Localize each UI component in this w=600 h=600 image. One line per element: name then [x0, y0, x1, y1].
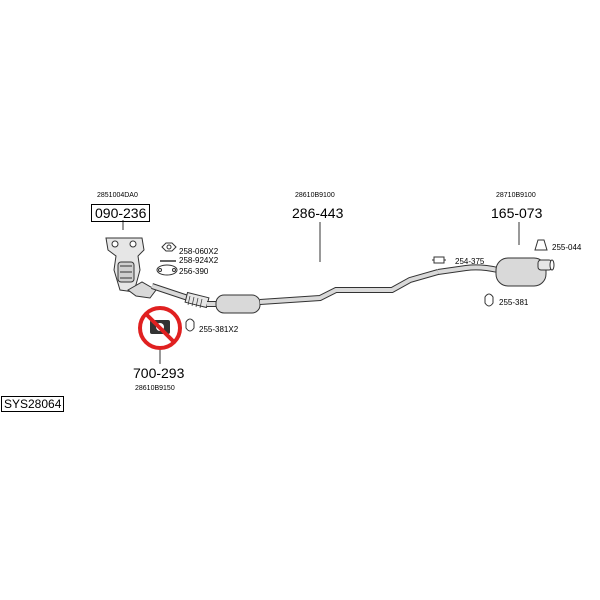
system-code-label: SYS28064 — [1, 396, 65, 412]
centre-silencer-drawing — [215, 269, 439, 314]
rear-mount-label[interactable]: 255-381 — [499, 298, 529, 307]
rear-rubber-mount-icon — [484, 293, 494, 307]
catalyst-oem-label: 2851004DA0 — [97, 192, 138, 199]
rear-silencer-drawing — [437, 257, 555, 287]
rubber-mount-icon — [185, 318, 195, 332]
centre-part-number[interactable]: 286-443 — [292, 205, 344, 221]
bracket-label[interactable]: 255-044 — [552, 243, 582, 252]
not-available-icon — [138, 306, 182, 350]
gasket-hole-icon — [172, 268, 176, 272]
front-pipe-oem-label: 28610B9150 — [135, 385, 175, 392]
nut-label[interactable]: 258-060X2 — [179, 247, 219, 256]
clamp-icon — [432, 256, 446, 264]
rear-oem-label: 28710B9100 — [496, 192, 536, 199]
catalyst-part-number[interactable]: 090-236 — [91, 204, 151, 222]
hardware-icons — [156, 239, 548, 332]
gasket-icon — [156, 264, 178, 276]
gasket-hole-icon — [158, 268, 162, 272]
front-pipe-part-number[interactable]: 700-293 — [133, 365, 185, 381]
gasket-label[interactable]: 256-390 — [179, 267, 209, 276]
nut-hole-icon — [166, 244, 172, 250]
clamp-label[interactable]: 254-375 — [455, 257, 485, 266]
front-pipe-drawing — [151, 283, 222, 309]
bracket-icon — [534, 239, 548, 251]
stud-label[interactable]: 258-924X2 — [179, 256, 219, 265]
leader-lines — [122, 220, 520, 364]
catalyst-drawing — [105, 237, 157, 299]
rear-part-number[interactable]: 165-073 — [491, 205, 543, 221]
centre-oem-label: 28610B9100 — [295, 192, 335, 199]
front-mount-label[interactable]: 255-381X2 — [199, 325, 239, 334]
